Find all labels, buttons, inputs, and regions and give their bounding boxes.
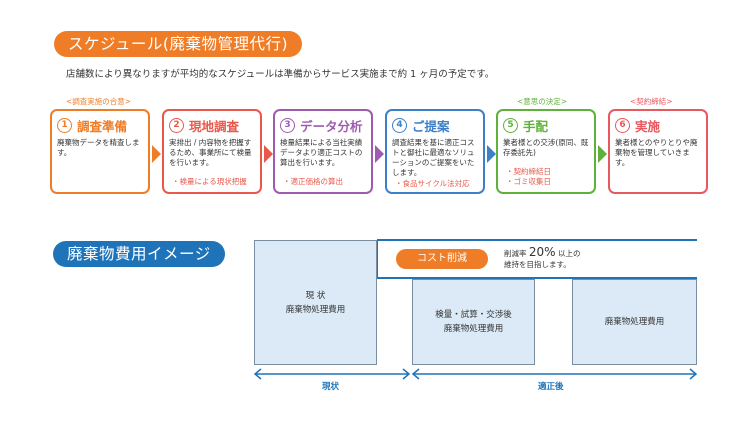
step-label-5: 手配 [523,118,549,134]
annotation-contract: <契約締結> [630,97,673,106]
axis-label-current: 現状 [322,382,340,392]
step-number-5: 5 [503,117,518,133]
reduction-note-suffix: 以上の [557,249,581,258]
reduction-note-line2: 維持を目指します。 [504,260,571,269]
arrow-icon [598,145,607,163]
step-label-2: 現地調査 [189,118,240,134]
step-desc-3: 検量結果による当社実績データより適正コストの算出を行います。 [280,138,363,167]
step-number-1: 1 [57,117,72,133]
optimized-cost-line1: 廃棄物処理費用 [604,317,665,327]
current-cost-line2: 廃棄物処理費用 [285,304,346,315]
arrow-icon [375,145,384,163]
step-number-2: 2 [169,117,184,133]
step-desc-2: 実排出 / 内容物を把握するため、事業所にて検量を行います。 [169,138,252,167]
schedule-intro: 店舗数により異なりますが平均的なスケジュールは準備からサービス実施まで約 1 ヶ… [66,69,495,80]
step-note-5b: ・ゴミ収集日 [506,177,551,186]
after-negotiation-line1: 検量・試算・交渉後 [435,310,512,320]
current-cost-box: 現 状 廃棄物処理費用 [254,240,377,365]
schedule-title: スケジュール(廃棄物管理代行) [54,31,303,57]
step-label-3: データ分析 [300,118,363,134]
annotation-survey-agreement: <調査実施の合意> [66,97,132,106]
step-card-5: 5 手配 業者様との交渉(原同、既存委託先) ・契約締結日 ・ゴミ収集日 [496,109,596,194]
step-card-3: 3 データ分析 検量結果による当社実績データより適正コストの算出を行います。 ・適… [273,109,373,194]
arrow-icon [152,145,161,163]
step-note-4: ・食品サイクル法対応 [395,179,470,188]
reduction-rate: 20% [528,245,556,259]
step-desc-1: 廃棄物データを精査します。 [57,138,140,157]
step-card-4: 4 ご提案 調査結果を基に適正コストと御社に最適なソリューションのご提案をいたしま… [385,109,485,194]
reduction-note: 削減率 20% 以上の 維持を目指します。 [504,245,581,270]
step-label-4: ご提案 [412,118,450,134]
annotation-decision: <意思の決定> [517,97,568,106]
reduction-note-prefix: 削減率 [504,249,527,258]
step-number-6: 6 [615,117,630,133]
step-label-6: 実施 [635,118,661,134]
step-desc-6: 業者様とのやりとりや廃棄物を管理していきます。 [615,138,698,167]
step-desc-5: 業者様との交渉(原同、既存委託先) [503,138,589,157]
step-desc-4: 調査結果を基に適正コストと御社に最適なソリューションのご提案をいたします。 [392,138,475,177]
step-number-4: 4 [392,117,407,133]
arrow-icon [264,145,273,163]
step-card-2: 2 現地調査 実排出 / 内容物を把握するため、事業所にて検量を行います。 ・検量… [162,109,262,194]
cost-title: 廃棄物費用イメージ [53,241,225,267]
axis-label-after: 適正後 [538,382,564,392]
arrow-icon [487,145,496,163]
step-label-1: 調査準備 [77,118,128,134]
step-card-6: 6 実施 業者様とのやりとりや廃棄物を管理していきます。 [608,109,708,194]
step-number-3: 3 [280,117,295,133]
current-cost-line1: 現 状 [305,290,326,301]
after-negotiation-line2: 廃棄物処理費用 [443,324,504,334]
step-note-5a: ・契約締結日 [506,167,551,176]
step-card-1: 1 調査準備 廃棄物データを精査します。 [50,109,150,194]
cost-reduction-badge: コスト削減 [396,249,488,269]
step-note-3: ・適正価格の算出 [283,177,343,186]
optimized-cost-box: 廃棄物処理費用 [572,279,697,365]
step-note-2: ・検量による現状把握 [172,177,247,186]
after-negotiation-box: 検量・試算・交渉後 廃棄物処理費用 [412,279,535,365]
